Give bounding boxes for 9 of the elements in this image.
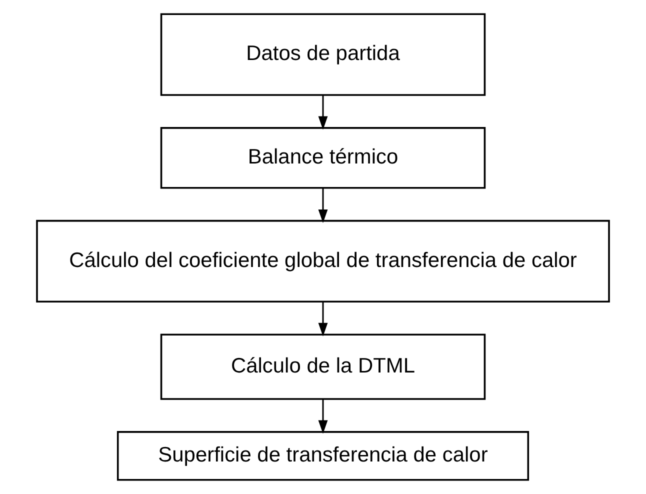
arrow xyxy=(318,302,328,336)
node-box: Superficie de transferencia de calor xyxy=(116,431,530,481)
node-box: Cálculo del coeficiente global de transferencia de calor xyxy=(36,220,610,303)
arrow xyxy=(318,95,328,130)
node-box: Cálculo de la DTML xyxy=(160,334,486,400)
arrow xyxy=(318,399,328,434)
arrow xyxy=(318,188,328,223)
node-box: Datos de partida xyxy=(160,13,486,96)
node-box: Balance térmico xyxy=(160,127,486,189)
